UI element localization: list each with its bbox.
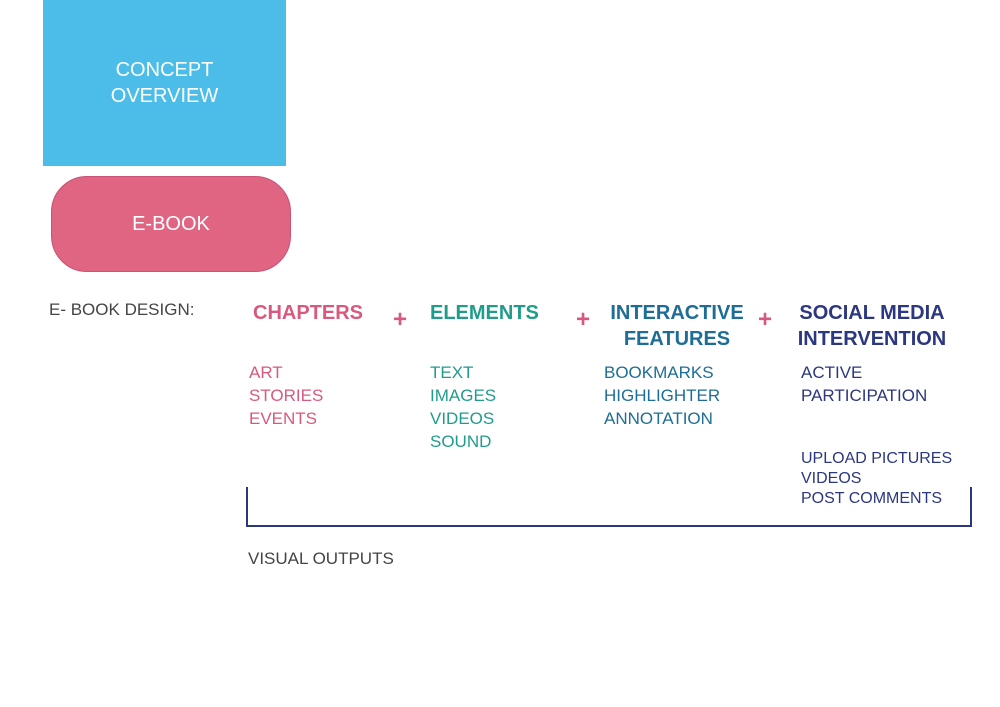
chapters-heading: CHAPTERS xyxy=(253,300,363,326)
concept-line-2: OVERVIEW xyxy=(110,85,219,107)
plus-sign-2: + xyxy=(576,306,591,333)
list-item: PARTICIPATION xyxy=(801,386,928,405)
social-media-heading: SOCIAL MEDIA INTERVENTION xyxy=(790,300,954,352)
social-items: ACTIVE PARTICIPATION xyxy=(801,361,927,407)
list-item: HIGHLIGHTER xyxy=(604,386,721,405)
chapters-heading-line-1: CHAPTERS xyxy=(253,302,364,324)
social-heading-line-1: SOCIAL MEDIA xyxy=(799,302,945,324)
concept-overview-label: CONCEPT OVERVIEW xyxy=(111,57,218,109)
interactive-heading-line-2: FEATURES xyxy=(623,328,731,350)
elements-heading-line-1: ELEMENTS xyxy=(430,302,539,324)
interactive-items: BOOKMARKS HIGHLIGHTER ANNOTATION xyxy=(604,361,720,430)
social-heading-line-2: INTERVENTION xyxy=(797,328,947,350)
list-item: IMAGES xyxy=(430,386,497,405)
list-item: TEXT xyxy=(430,363,474,382)
visual-outputs-label: VISUAL OUTPUTS xyxy=(248,549,394,568)
list-item: EVENTS xyxy=(249,409,318,428)
list-item: ACTIVE xyxy=(801,363,863,382)
list-item: VIDEOS xyxy=(430,409,495,428)
social-items-secondary: UPLOAD PICTURES VIDEOS POST COMMENTS xyxy=(801,449,952,509)
concept-overview-box: CONCEPT OVERVIEW xyxy=(43,0,286,166)
plus-sign-3: + xyxy=(758,306,773,333)
elements-items: TEXT IMAGES VIDEOS SOUND xyxy=(430,361,496,453)
list-item: BOOKMARKS xyxy=(604,363,714,382)
list-item: POST COMMENTS xyxy=(801,490,943,507)
list-item: ANNOTATION xyxy=(604,409,713,428)
ebook-pill: E-BOOK xyxy=(51,176,291,272)
list-item: STORIES xyxy=(249,386,324,405)
elements-heading: ELEMENTS xyxy=(430,300,539,326)
concept-line-1: CONCEPT xyxy=(115,59,214,81)
chapters-items: ART STORIES EVENTS xyxy=(249,361,323,430)
list-item: ART xyxy=(249,363,283,382)
ebook-label: E-BOOK xyxy=(132,212,210,235)
interactive-features-heading: INTERACTIVE FEATURES xyxy=(604,300,750,352)
list-item: SOUND xyxy=(430,432,492,451)
visual-outputs-bracket xyxy=(246,487,972,527)
ebook-design-label: E- BOOK DESIGN: xyxy=(49,300,195,319)
interactive-heading-line-1: INTERACTIVE xyxy=(610,302,744,324)
plus-sign-1: + xyxy=(393,306,408,333)
list-item: VIDEOS xyxy=(801,470,862,487)
list-item: UPLOAD PICTURES xyxy=(801,450,953,467)
